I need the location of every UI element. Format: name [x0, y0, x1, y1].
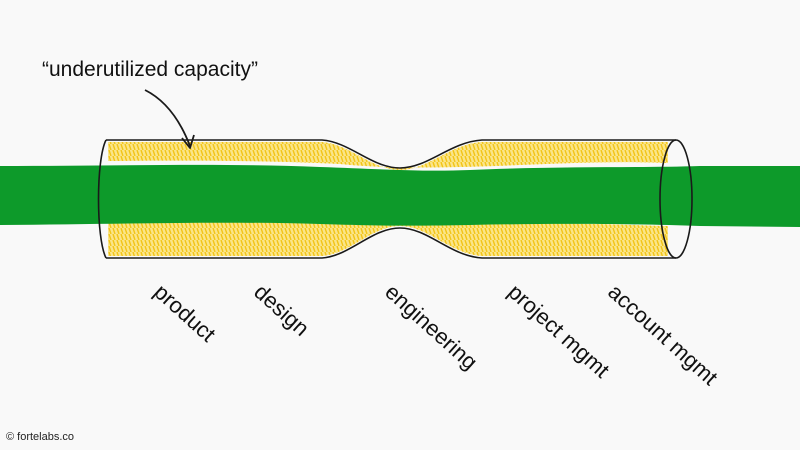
capacity-band-top [108, 142, 668, 170]
work-flow-band [0, 164, 800, 227]
annotation-arrow [144, 89, 191, 147]
annotation-label: “underutilized capacity” [42, 58, 258, 81]
pipe-right-opening [659, 139, 693, 259]
pipe-outline-bottom [106, 227, 676, 259]
annotation-arrowhead [181, 134, 195, 149]
capacity-band-bottom [108, 221, 668, 256]
copyright-credit: © fortelabs.co [6, 431, 75, 443]
pipe-outline [106, 139, 676, 169]
pipe-left-end [97, 139, 107, 259]
